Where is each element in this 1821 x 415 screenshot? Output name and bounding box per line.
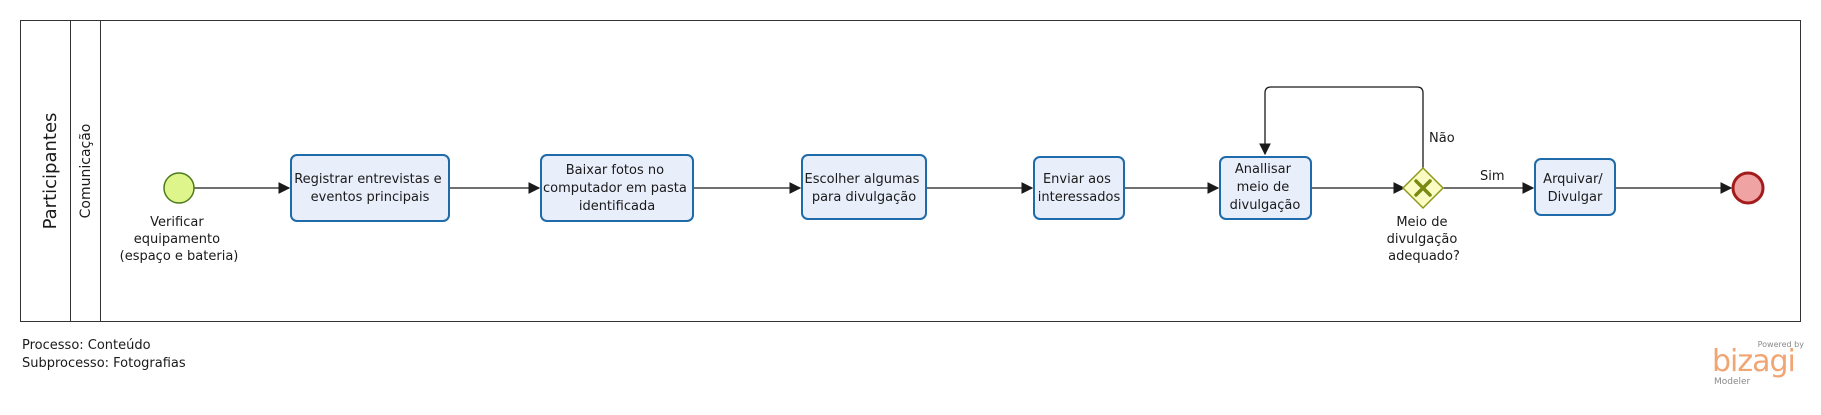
task-analisar-line: Anallisar bbox=[1235, 162, 1292, 177]
footer-subprocess: Subprocesso: Fotografias bbox=[22, 356, 186, 371]
task-baixar-fotos-line: identificada bbox=[579, 199, 655, 214]
task-baixar-fotos[interactable]: Baixar fotos no computador em pasta iden… bbox=[540, 154, 694, 222]
exclusive-gateway[interactable] bbox=[1401, 166, 1445, 210]
task-analisar-line: meio de bbox=[1237, 180, 1290, 195]
brand-name: bizagi bbox=[1712, 344, 1796, 379]
task-arquivar[interactable]: Arquivar/ Divulgar bbox=[1534, 158, 1616, 216]
lane-label: Comunicação bbox=[78, 124, 94, 219]
task-arquivar-line: Arquivar/ bbox=[1543, 172, 1603, 187]
task-arquivar-line: Divulgar bbox=[1548, 190, 1603, 205]
pool-label: Participantes bbox=[40, 113, 61, 230]
start-event[interactable] bbox=[163, 172, 195, 204]
brand-powered: Powered by bbox=[1757, 340, 1804, 349]
svg-text:Escolher algumas para di: Escolher algumas para divulgação bbox=[804, 172, 923, 205]
svg-text:Registrar entrevistas e: Registrar entrevistas e eventos principa… bbox=[294, 172, 446, 205]
footer-process: Processo: Conteúdo bbox=[22, 338, 151, 353]
task-baixar-fotos-line: Baixar fotos no bbox=[566, 163, 664, 178]
x-mark-icon bbox=[1414, 179, 1432, 197]
svg-text:Baixar fotos no computad: Baixar fotos no computador em pasta iden… bbox=[543, 163, 691, 214]
flow-no-label: Não bbox=[1429, 131, 1455, 146]
start-event-label: Verificar equipamento (espaço e bateria) bbox=[120, 215, 239, 264]
gateway-label: Meio de divulgação adequado? bbox=[1387, 215, 1462, 264]
svg-text:Arquivar/ Divulgar: Arquivar/ Divulgar bbox=[1543, 172, 1607, 205]
task-escolher-line: Escolher algumas bbox=[804, 172, 919, 187]
task-baixar-fotos-line: computador em pasta bbox=[543, 181, 687, 196]
task-escolher-line: para divulgação bbox=[812, 190, 916, 205]
bizagi-logo: Powered by bizagi Modeler bbox=[1712, 340, 1804, 388]
task-enviar[interactable]: Enviar aos interessados bbox=[1033, 156, 1125, 220]
brand-sub: Modeler bbox=[1714, 377, 1751, 387]
svg-text:Enviar aos interessados: Enviar aos interessados bbox=[1038, 172, 1121, 205]
flow-gateway-no-loop bbox=[1259, 86, 1424, 168]
flow-yes-label: Sim bbox=[1480, 169, 1505, 184]
task-analisar[interactable]: Anallisar meio de divulgação bbox=[1219, 156, 1312, 220]
task-registrar-line: eventos principais bbox=[311, 190, 430, 205]
end-event[interactable] bbox=[1731, 171, 1765, 205]
task-analisar-line: divulgação bbox=[1230, 198, 1301, 213]
task-enviar-line: interessados bbox=[1038, 190, 1121, 205]
task-escolher[interactable]: Escolher algumas para divulgação bbox=[801, 154, 927, 220]
task-registrar[interactable]: Registrar entrevistas e eventos principa… bbox=[290, 154, 450, 222]
task-registrar-line: Registrar entrevistas e bbox=[294, 172, 441, 187]
task-enviar-line: Enviar aos bbox=[1043, 172, 1111, 187]
svg-text:Anallisar meio de: Anallisar meio de divulgação bbox=[1230, 162, 1301, 213]
